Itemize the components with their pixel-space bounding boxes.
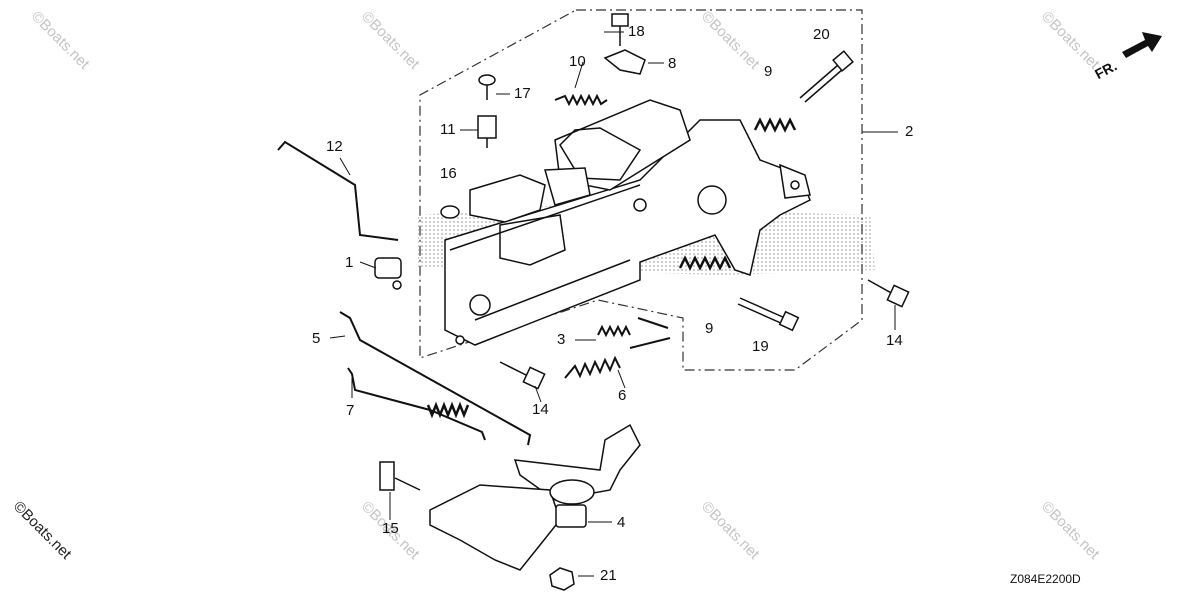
- part-callout: 17: [514, 85, 531, 102]
- leader-lines: [329, 31, 898, 577]
- part-callout: 4: [617, 514, 626, 531]
- control-base-bracket: [444, 99, 811, 346]
- nut-21: [549, 567, 575, 591]
- part-callout: 1: [345, 254, 354, 271]
- part-callout: 10: [569, 53, 586, 70]
- part-callout: 3: [557, 331, 566, 348]
- part-callout: 14: [886, 332, 903, 349]
- front-direction-arrow: [1122, 32, 1162, 58]
- bolt-14-right: [867, 279, 910, 308]
- part-callout: 5: [312, 330, 321, 347]
- part-callout: 2: [905, 123, 914, 140]
- bolt-14-left: [499, 361, 546, 390]
- screw-18: [611, 13, 629, 46]
- spring-6: [564, 337, 671, 379]
- part-callout: 8: [668, 55, 677, 72]
- spring-7: [426, 401, 470, 419]
- part-callout: 15: [382, 520, 399, 537]
- part-callout: 19: [752, 338, 769, 355]
- spring-9-lower: [678, 255, 732, 271]
- washer-16: [440, 205, 460, 219]
- screw-17: [478, 74, 496, 100]
- spring-3: [597, 317, 669, 338]
- rod-5: [339, 311, 532, 446]
- lever-assembly-4: [429, 423, 641, 571]
- assembly-boundary: [419, 9, 863, 371]
- bolt-20: [799, 50, 854, 103]
- rod-7: [347, 367, 486, 441]
- spring-9-upper: [753, 117, 797, 133]
- clip-1: [374, 257, 402, 290]
- part-callout: 20: [813, 26, 830, 43]
- part-callout: 9: [705, 320, 714, 337]
- part-callout: 16: [440, 165, 457, 182]
- bolt-19: [737, 297, 800, 332]
- part-callout: 21: [600, 567, 617, 584]
- part-callout: 11: [440, 121, 456, 138]
- diagram-code: Z084E2200D: [1010, 572, 1081, 586]
- part-callout: 18: [628, 23, 645, 40]
- spring-10: [554, 93, 608, 107]
- screw-15: [379, 461, 421, 491]
- rod-12: [277, 140, 399, 241]
- part-callout: 14: [532, 401, 549, 418]
- part-callout: 12: [326, 138, 343, 155]
- part-callout: 7: [346, 402, 355, 419]
- nut-8: [603, 49, 646, 75]
- part-callout: 6: [618, 387, 627, 404]
- fitting-11: [477, 115, 497, 148]
- part-callout: 9: [764, 63, 773, 80]
